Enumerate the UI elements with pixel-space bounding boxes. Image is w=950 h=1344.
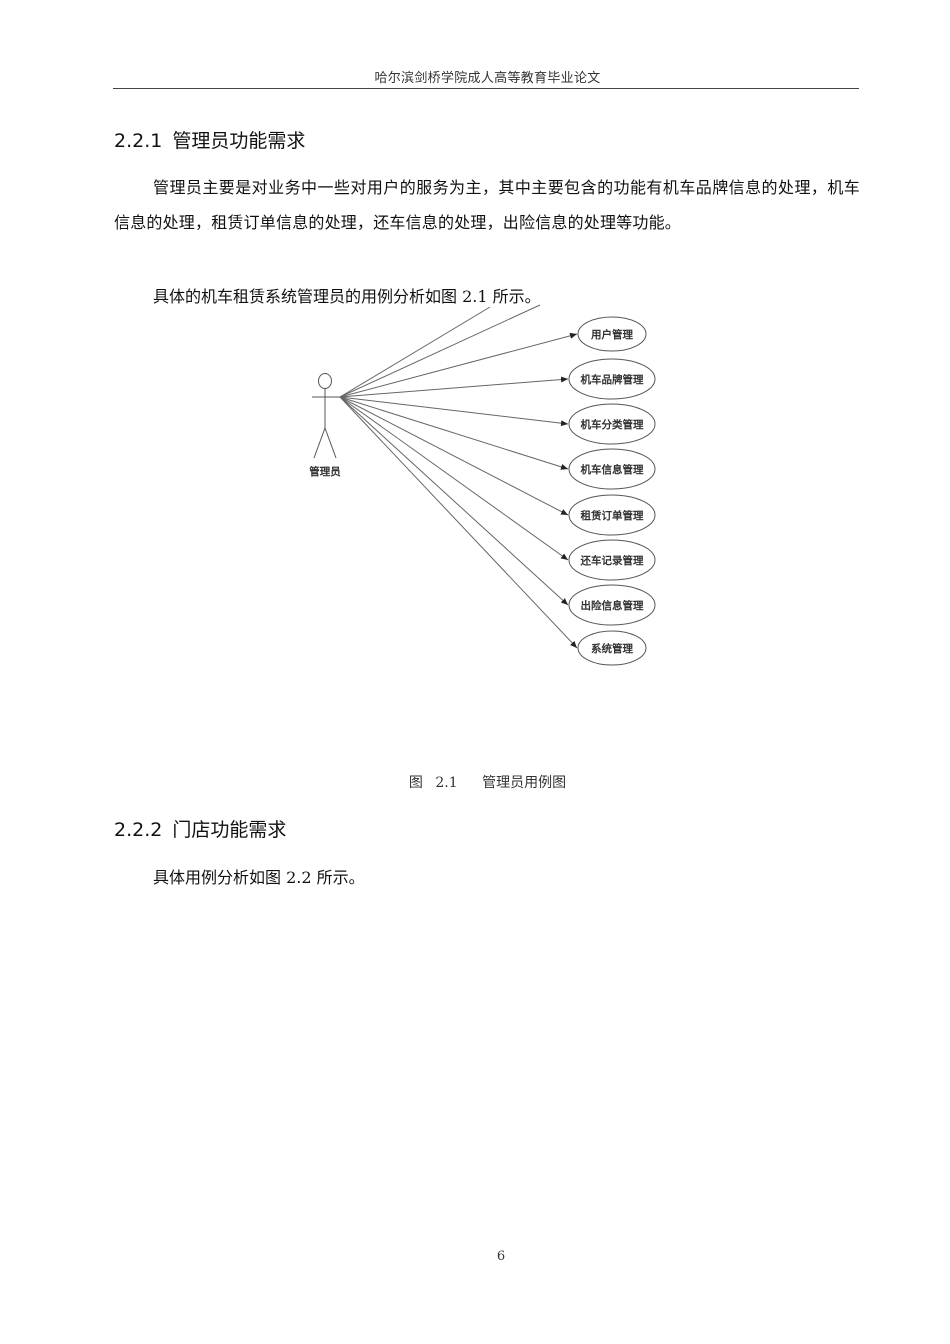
use-case-brand-management: 机车品牌管理 (568, 358, 656, 400)
figure-intro-text: 具体的机车租赁系统管理员的用例分析如图 2.1 所示。 (153, 287, 541, 306)
association-lines (339, 332, 578, 649)
section-title: 管理员功能需求 (172, 130, 306, 152)
svg-text:出险信息管理: 出险信息管理 (581, 599, 644, 612)
use-case-user-management: 用户管理 (577, 316, 647, 352)
admin-requirements-paragraph: 管理员主要是对业务中一些对用户的服务为主，其中主要包含的功能有机车品牌信息的处理… (114, 178, 860, 232)
use-case-diagram: 管理员 用户管理 机车品牌管理 机车分类管理 机车信息管理 (309, 304, 656, 666)
svg-text:机车品牌管理: 机车品牌管理 (581, 373, 644, 386)
svg-text:系统管理: 系统管理 (591, 642, 633, 655)
truncated-association-lines (339, 304, 541, 398)
page-header-title: 哈尔滨剑桥学院成人高等教育毕业论文 (374, 71, 601, 86)
section-title: 门店功能需求 (172, 819, 287, 841)
use-case-accident-info-management: 出险信息管理 (568, 584, 656, 626)
svg-text:用户管理: 用户管理 (590, 328, 633, 341)
section-number: 2.2.1 (114, 130, 163, 152)
use-case-system-management: 系统管理 (577, 630, 647, 666)
caption-label: 图 (408, 775, 423, 791)
svg-text:还车记录管理: 还车记录管理 (580, 554, 644, 567)
section-number: 2.2.2 (114, 819, 163, 841)
section-heading-admin: 2.2.1 管理员功能需求 (114, 126, 305, 153)
figure-caption: 图 2.1 管理员用例图 (0, 772, 950, 792)
use-case-category-management: 机车分类管理 (568, 403, 656, 445)
use-case-vehicle-info-management: 机车信息管理 (568, 448, 656, 490)
store-figure-intro-text: 具体用例分析如图 2.2 所示。 (153, 868, 365, 887)
caption-number: 2.1 (435, 775, 458, 791)
actor-label: 管理员 (309, 465, 341, 478)
caption-title: 管理员用例图 (482, 775, 567, 791)
svg-text:机车分类管理: 机车分类管理 (581, 418, 644, 431)
svg-text:机车信息管理: 机车信息管理 (581, 463, 644, 476)
header-divider (113, 88, 859, 89)
section-heading-store: 2.2.2 门店功能需求 (114, 815, 286, 842)
svg-text:租赁订单管理: 租赁订单管理 (581, 509, 644, 522)
actor-figure (312, 373, 341, 459)
page-number: 6 (496, 1249, 506, 1264)
actor-head-icon (318, 373, 332, 389)
use-case-rental-order-management: 租赁订单管理 (568, 494, 656, 536)
use-case-return-record-management: 还车记录管理 (568, 539, 656, 581)
